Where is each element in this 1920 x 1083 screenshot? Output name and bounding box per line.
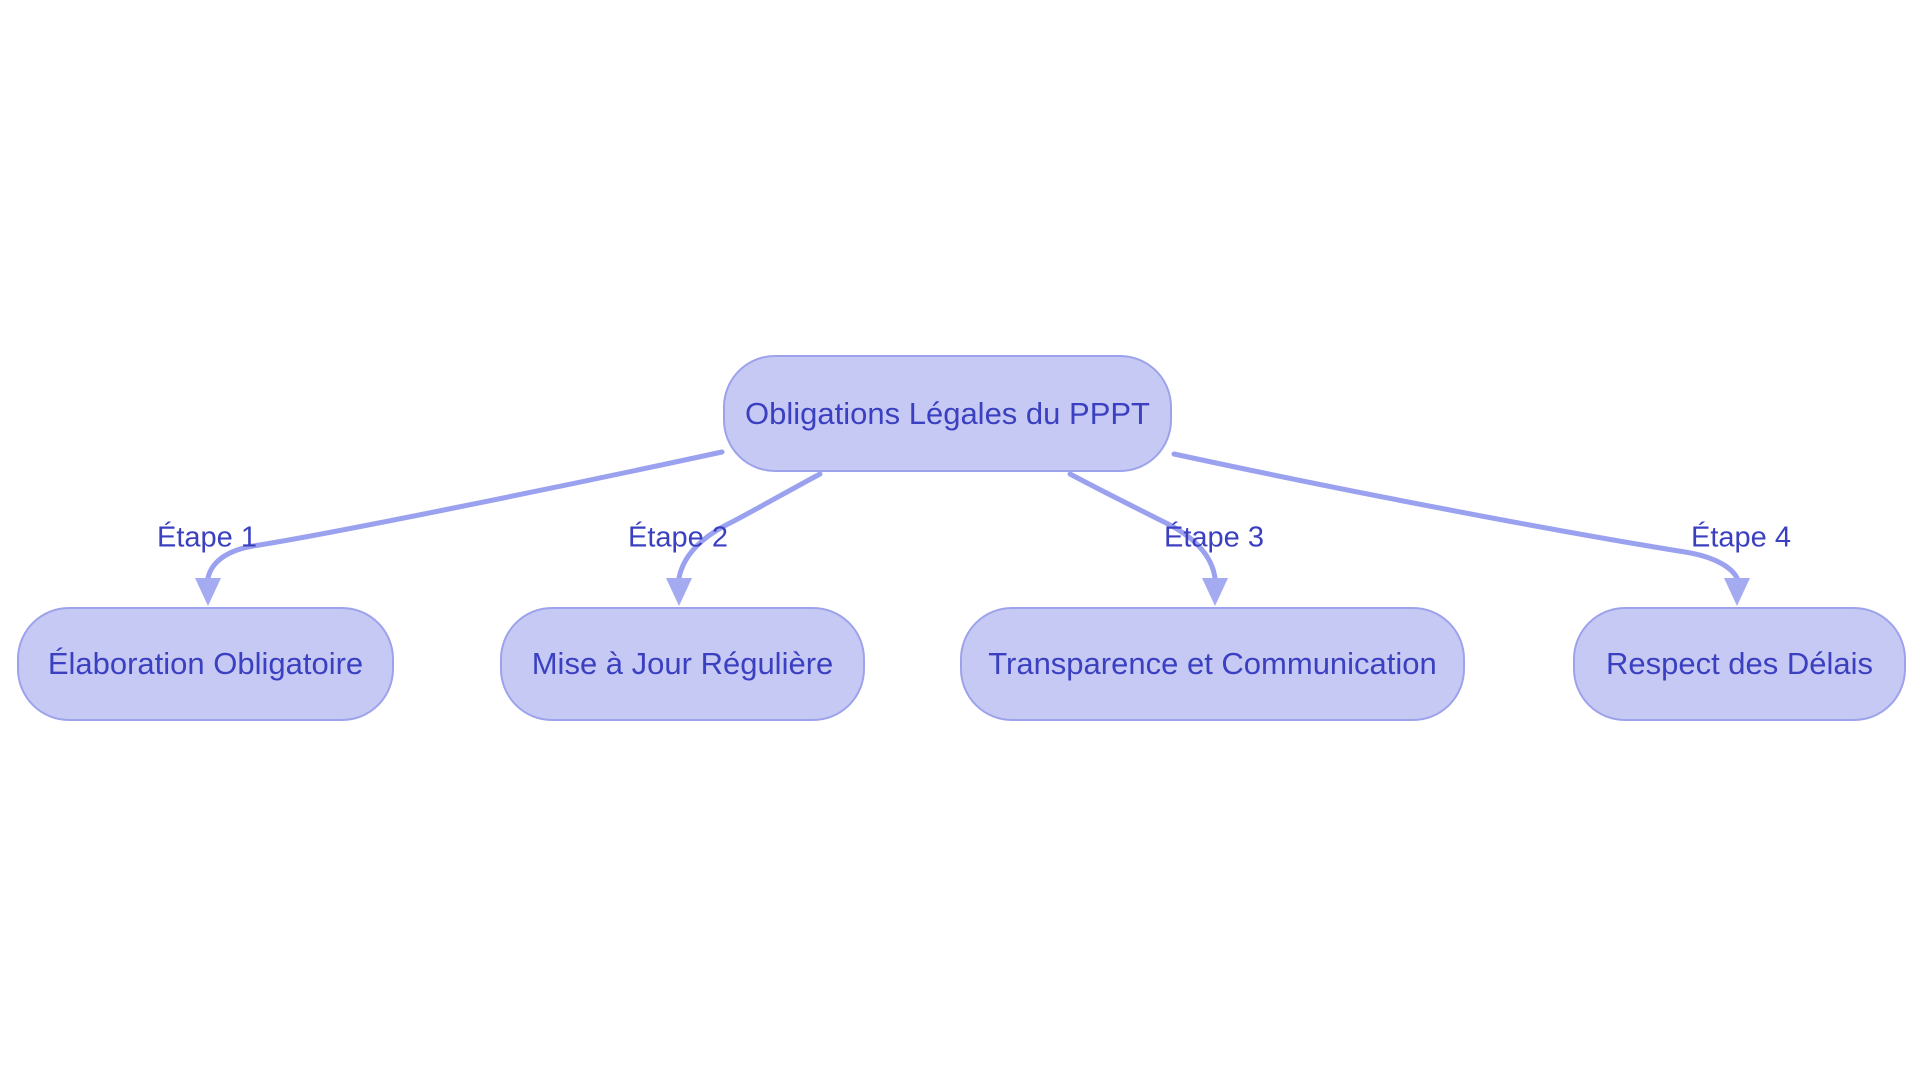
edge-label-etape-3: Étape 3 xyxy=(1164,521,1264,554)
node-label: Respect des Délais xyxy=(1605,646,1874,681)
edge-line-etape-1 xyxy=(205,449,725,581)
edge-line-etape-2 xyxy=(676,471,823,581)
arrowhead-icon-etape-4 xyxy=(1724,578,1750,606)
node-label: Élaboration Obligatoire xyxy=(47,646,364,681)
node-mise-a-jour-reguliere: Mise à Jour Régulière xyxy=(500,607,865,721)
edge-label-etape-2: Étape 2 xyxy=(628,521,728,554)
arrowhead-icon-etape-1 xyxy=(195,578,221,606)
arrowhead-icon-etape-2 xyxy=(666,578,692,606)
edge-label-etape-1: Étape 1 xyxy=(157,521,257,554)
node-label: Obligations Légales du PPPT xyxy=(745,395,1150,431)
node-label: Transparence et Communication xyxy=(988,646,1437,681)
edge-label-etape-4: Étape 4 xyxy=(1691,521,1791,554)
node-elaboration-obligatoire: Élaboration Obligatoire xyxy=(17,607,394,721)
edge-line-etape-4 xyxy=(1171,451,1740,581)
arrowhead-icon-etape-3 xyxy=(1202,578,1228,606)
edge-line-etape-3 xyxy=(1067,471,1218,581)
node-obligations-legales-du-pppt: Obligations Légales du PPPT xyxy=(723,355,1172,472)
node-respect-des-delais: Respect des Délais xyxy=(1573,607,1906,721)
node-label: Mise à Jour Régulière xyxy=(531,646,834,681)
node-transparence-et-communication: Transparence et Communication xyxy=(960,607,1465,721)
